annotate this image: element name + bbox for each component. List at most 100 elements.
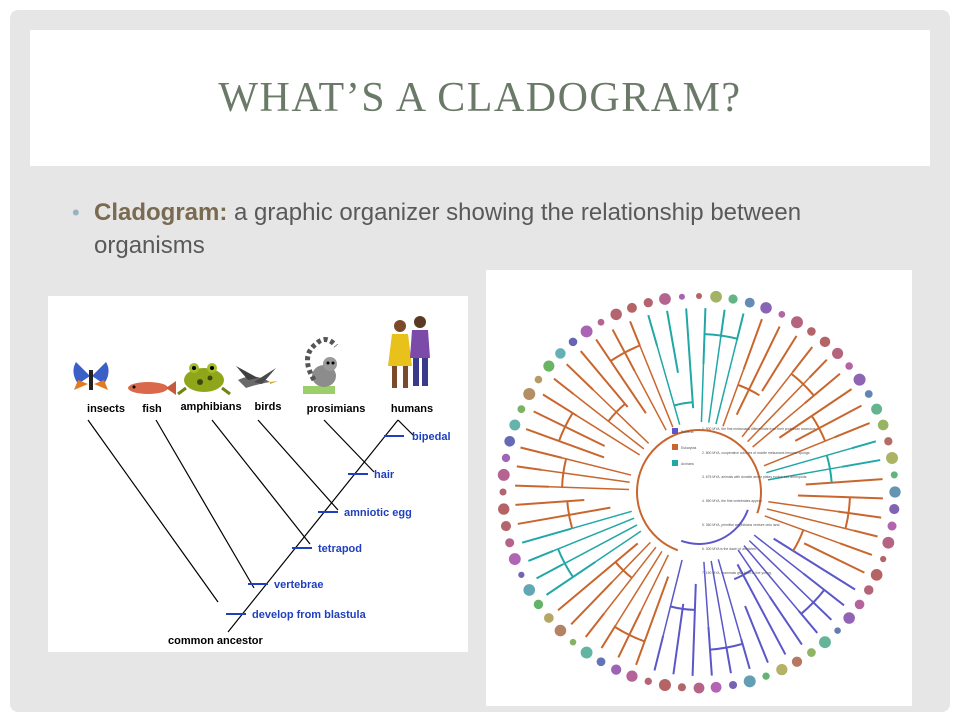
taxon-label-amphibians: amphibians bbox=[180, 401, 241, 413]
tree-branch bbox=[515, 499, 585, 506]
tree-branch bbox=[839, 542, 873, 556]
organism-thumbnail-icon bbox=[845, 362, 853, 370]
tree-arc bbox=[566, 501, 574, 529]
cladogram-branches bbox=[87, 419, 415, 633]
organism-thumbnail-icon bbox=[728, 680, 738, 690]
tree-note-1: 1. 900 MYA, the first metazoans differen… bbox=[702, 427, 817, 431]
organism-thumbnail-icon bbox=[710, 681, 722, 693]
lemur-icon bbox=[303, 337, 338, 394]
legend-swatch-eukaryota bbox=[672, 444, 678, 450]
tree-branch bbox=[639, 345, 674, 428]
organism-thumbnail-icon bbox=[728, 294, 738, 304]
tree-note-2: 2. 800 MYA, cooperative colonies of mobi… bbox=[702, 451, 811, 455]
tree-note-3: 3. 675 MYA, animals with durable armor p… bbox=[702, 475, 807, 479]
tree-branch bbox=[768, 500, 838, 513]
organism-thumbnail-icon bbox=[596, 657, 606, 667]
tree-branch bbox=[553, 377, 575, 395]
tree-branch bbox=[753, 534, 804, 574]
tree-branch bbox=[517, 506, 611, 525]
tree-branch bbox=[715, 340, 738, 425]
tree-branch bbox=[794, 404, 862, 442]
tree-arc bbox=[614, 561, 633, 579]
organism-thumbnail-icon bbox=[870, 568, 883, 581]
tree-branch bbox=[702, 308, 707, 365]
bullet-definition: a graphic organizer showing the relation… bbox=[94, 199, 802, 259]
slide-title: WHAT’S A CLADOGRAM? bbox=[218, 75, 742, 121]
tree-branch bbox=[635, 576, 670, 666]
tree-arc bbox=[709, 642, 743, 651]
tree-arc bbox=[607, 403, 626, 422]
organism-thumbnail-icon bbox=[853, 373, 866, 386]
organism-thumbnail-icon bbox=[555, 348, 566, 359]
organism-thumbnail-icon bbox=[807, 648, 816, 657]
trait-label-tetrapod: tetrapod bbox=[318, 543, 362, 555]
tree-branch bbox=[811, 600, 833, 621]
organism-thumbnail-icon bbox=[517, 405, 526, 414]
organism-thumbnail-icon bbox=[498, 503, 510, 515]
tree-branch bbox=[584, 612, 605, 638]
tree-branch bbox=[797, 494, 883, 500]
organism-thumbnail-icon bbox=[659, 293, 671, 305]
organism-thumbnail-icon bbox=[580, 646, 593, 659]
tree-branch bbox=[764, 515, 841, 545]
organism-thumbnail-icon bbox=[854, 599, 865, 610]
cladogram-panel: insects fish amphibians birds prosimians… bbox=[48, 296, 468, 652]
tree-branch bbox=[611, 541, 651, 583]
tree-branch bbox=[570, 581, 613, 626]
tree-arc bbox=[670, 605, 695, 611]
organism-thumbnail-icon bbox=[863, 585, 874, 595]
organism-thumbnail-icon bbox=[523, 584, 536, 596]
tree-branch bbox=[808, 358, 828, 379]
legend-swatch-archaea bbox=[672, 460, 678, 466]
trait-ticks bbox=[226, 435, 404, 615]
tree-arc bbox=[844, 497, 851, 529]
organism-thumbnail-icon bbox=[819, 336, 831, 348]
legend-swatch-bacteria bbox=[672, 428, 678, 434]
frog-icon bbox=[177, 363, 231, 396]
bullet-text: Cladogram: a graphic organizer showing t… bbox=[94, 196, 832, 262]
organism-thumbnail-icon bbox=[877, 419, 889, 431]
tree-branch bbox=[573, 393, 645, 450]
tree-arc bbox=[790, 373, 815, 397]
tree-branch bbox=[719, 309, 726, 338]
organism-thumbnail-icon bbox=[710, 290, 722, 303]
tree-branch bbox=[851, 440, 877, 450]
tree-branch bbox=[662, 559, 683, 636]
radial-tree bbox=[497, 290, 901, 694]
tree-branch bbox=[735, 313, 745, 341]
tree-arc bbox=[614, 625, 645, 643]
tree-branch bbox=[520, 446, 563, 459]
tree-branch bbox=[763, 436, 835, 467]
tree-branch bbox=[766, 508, 854, 532]
tree-arc bbox=[557, 548, 574, 578]
organism-thumbnail-icon bbox=[889, 504, 900, 515]
tree-branch bbox=[747, 377, 810, 443]
tree-arc bbox=[561, 458, 568, 488]
tree-branch bbox=[666, 310, 679, 374]
tree-arc bbox=[737, 383, 760, 397]
organism-thumbnail-icon bbox=[554, 624, 567, 637]
organism-thumbnail-icon bbox=[807, 327, 816, 336]
tree-arc bbox=[810, 415, 827, 442]
cladogram-diagram: insects fish amphibians birds prosimians… bbox=[73, 316, 451, 647]
tree-branch bbox=[736, 563, 787, 655]
organism-thumbnail-icon bbox=[497, 468, 510, 481]
tree-branch bbox=[837, 510, 882, 519]
tree-branch bbox=[707, 337, 722, 423]
bullet-item: • Cladogram: a graphic organizer showing… bbox=[72, 196, 832, 262]
bullet-term: Cladogram: bbox=[94, 199, 228, 226]
tree-branch bbox=[640, 554, 669, 612]
tree-branch bbox=[576, 415, 641, 456]
organism-thumbnail-icon bbox=[880, 555, 887, 563]
tree-branch bbox=[515, 484, 550, 488]
organism-thumbnail-icon bbox=[533, 599, 544, 610]
tree-branch bbox=[768, 595, 803, 646]
organism-thumbnail-icon bbox=[693, 682, 705, 694]
tree-note-4: 4. 550 MYA, the first vertebrates appear… bbox=[702, 499, 763, 503]
organism-thumbnail-icon bbox=[776, 664, 788, 676]
organism-thumbnail-icon bbox=[597, 318, 605, 326]
tree-branch bbox=[761, 335, 798, 392]
tree-branch bbox=[545, 561, 596, 596]
fish-icon bbox=[128, 381, 176, 395]
organism-thumbnail-icon bbox=[509, 419, 521, 431]
